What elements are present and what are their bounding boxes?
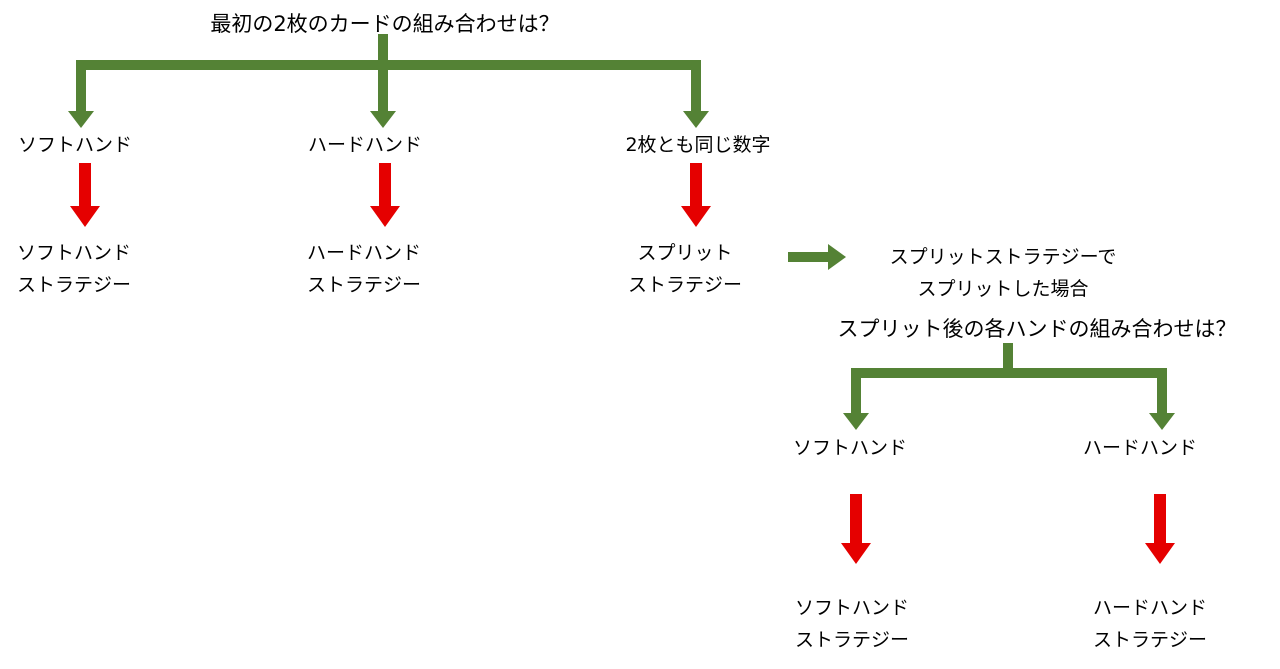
branch3-strategy-arrow-down-icon <box>681 163 711 227</box>
branch1-strategy-arrow-down-icon <box>70 163 100 227</box>
strategy-line: スプリット <box>637 242 733 264</box>
tree2-branch1-arrow-down-icon <box>843 378 869 430</box>
split-branch2-strategy-label: ハードハンド ストラテジー <box>1093 592 1207 656</box>
arrow-head <box>843 413 869 430</box>
arrow-shaft <box>851 378 861 413</box>
split-note-label: スプリットストラテジーで スプリットした場合 <box>890 241 1117 305</box>
arrow-shaft <box>691 70 701 111</box>
split-branch1-strategy-arrow-down-icon <box>841 494 871 564</box>
branch2-strategy-label: ハードハンド ストラテジー <box>307 237 421 301</box>
tree1-stem-line <box>378 34 388 62</box>
arrow-head <box>70 206 100 227</box>
split-note-line: スプリットした場合 <box>917 278 1089 300</box>
arrow-shaft <box>788 252 828 262</box>
strategy-line: ストラテジー <box>1092 629 1208 651</box>
arrow-shaft <box>378 70 388 111</box>
split-branch1-strategy-label: ソフトハンド ストラテジー <box>795 592 909 656</box>
second-question: スプリット後の各ハンドの組み合わせは？ <box>837 317 1237 341</box>
branch3-strategy-label: スプリット ストラテジー <box>628 237 742 301</box>
tree1-crossbar-line <box>76 60 701 70</box>
tree1-branch1-arrow-down-icon <box>68 70 94 128</box>
arrow-shaft <box>690 163 702 206</box>
branch1-label: ソフトハンド <box>17 134 133 156</box>
branch2-label: ハードハンド <box>307 134 423 156</box>
arrow-head <box>1149 413 1175 430</box>
strategy-line: ソフトハンド <box>16 242 132 264</box>
arrow-shaft <box>379 163 391 206</box>
arrow-head <box>841 543 871 564</box>
strategy-line: ソフトハンド <box>794 597 910 619</box>
arrow-shaft <box>1157 378 1167 413</box>
arrow-shaft <box>1154 494 1166 543</box>
tree2-crossbar-line <box>851 368 1167 378</box>
arrow-head <box>370 206 400 227</box>
strategy-line: ハードハンド <box>1092 597 1208 619</box>
strategy-line: ストラテジー <box>16 274 132 296</box>
strategy-line: ハードハンド <box>306 242 422 264</box>
strategy-line: ストラテジー <box>627 274 743 296</box>
branch3-label: 2枚とも同じ数字 <box>625 134 771 156</box>
branch1-strategy-label: ソフトハンド ストラテジー <box>17 237 131 301</box>
arrow-head <box>828 244 846 270</box>
tree2-branch2-arrow-down-icon <box>1149 378 1175 430</box>
split-note-arrow-right-icon <box>788 244 846 270</box>
arrow-shaft <box>850 494 862 543</box>
branch2-strategy-arrow-down-icon <box>370 163 400 227</box>
arrow-head <box>68 111 94 128</box>
arrow-shaft <box>79 163 91 206</box>
split-branch1-label: ソフトハンド <box>792 437 908 459</box>
arrow-head <box>370 111 396 128</box>
arrow-shaft <box>76 70 86 111</box>
tree1-branch2-arrow-down-icon <box>370 70 396 128</box>
arrow-head <box>1145 543 1175 564</box>
root-question: 最初の2枚のカードの組み合わせは？ <box>210 12 560 36</box>
split-branch2-label: ハードハンド <box>1082 437 1198 459</box>
split-note-line: スプリットストラテジーで <box>889 246 1117 268</box>
arrow-head <box>681 206 711 227</box>
arrow-head <box>683 111 709 128</box>
tree2-stem-line <box>1003 343 1013 370</box>
tree1-branch3-arrow-down-icon <box>683 70 709 128</box>
split-branch2-strategy-arrow-down-icon <box>1145 494 1175 564</box>
strategy-line: ストラテジー <box>794 629 910 651</box>
strategy-line: ストラテジー <box>306 274 422 296</box>
